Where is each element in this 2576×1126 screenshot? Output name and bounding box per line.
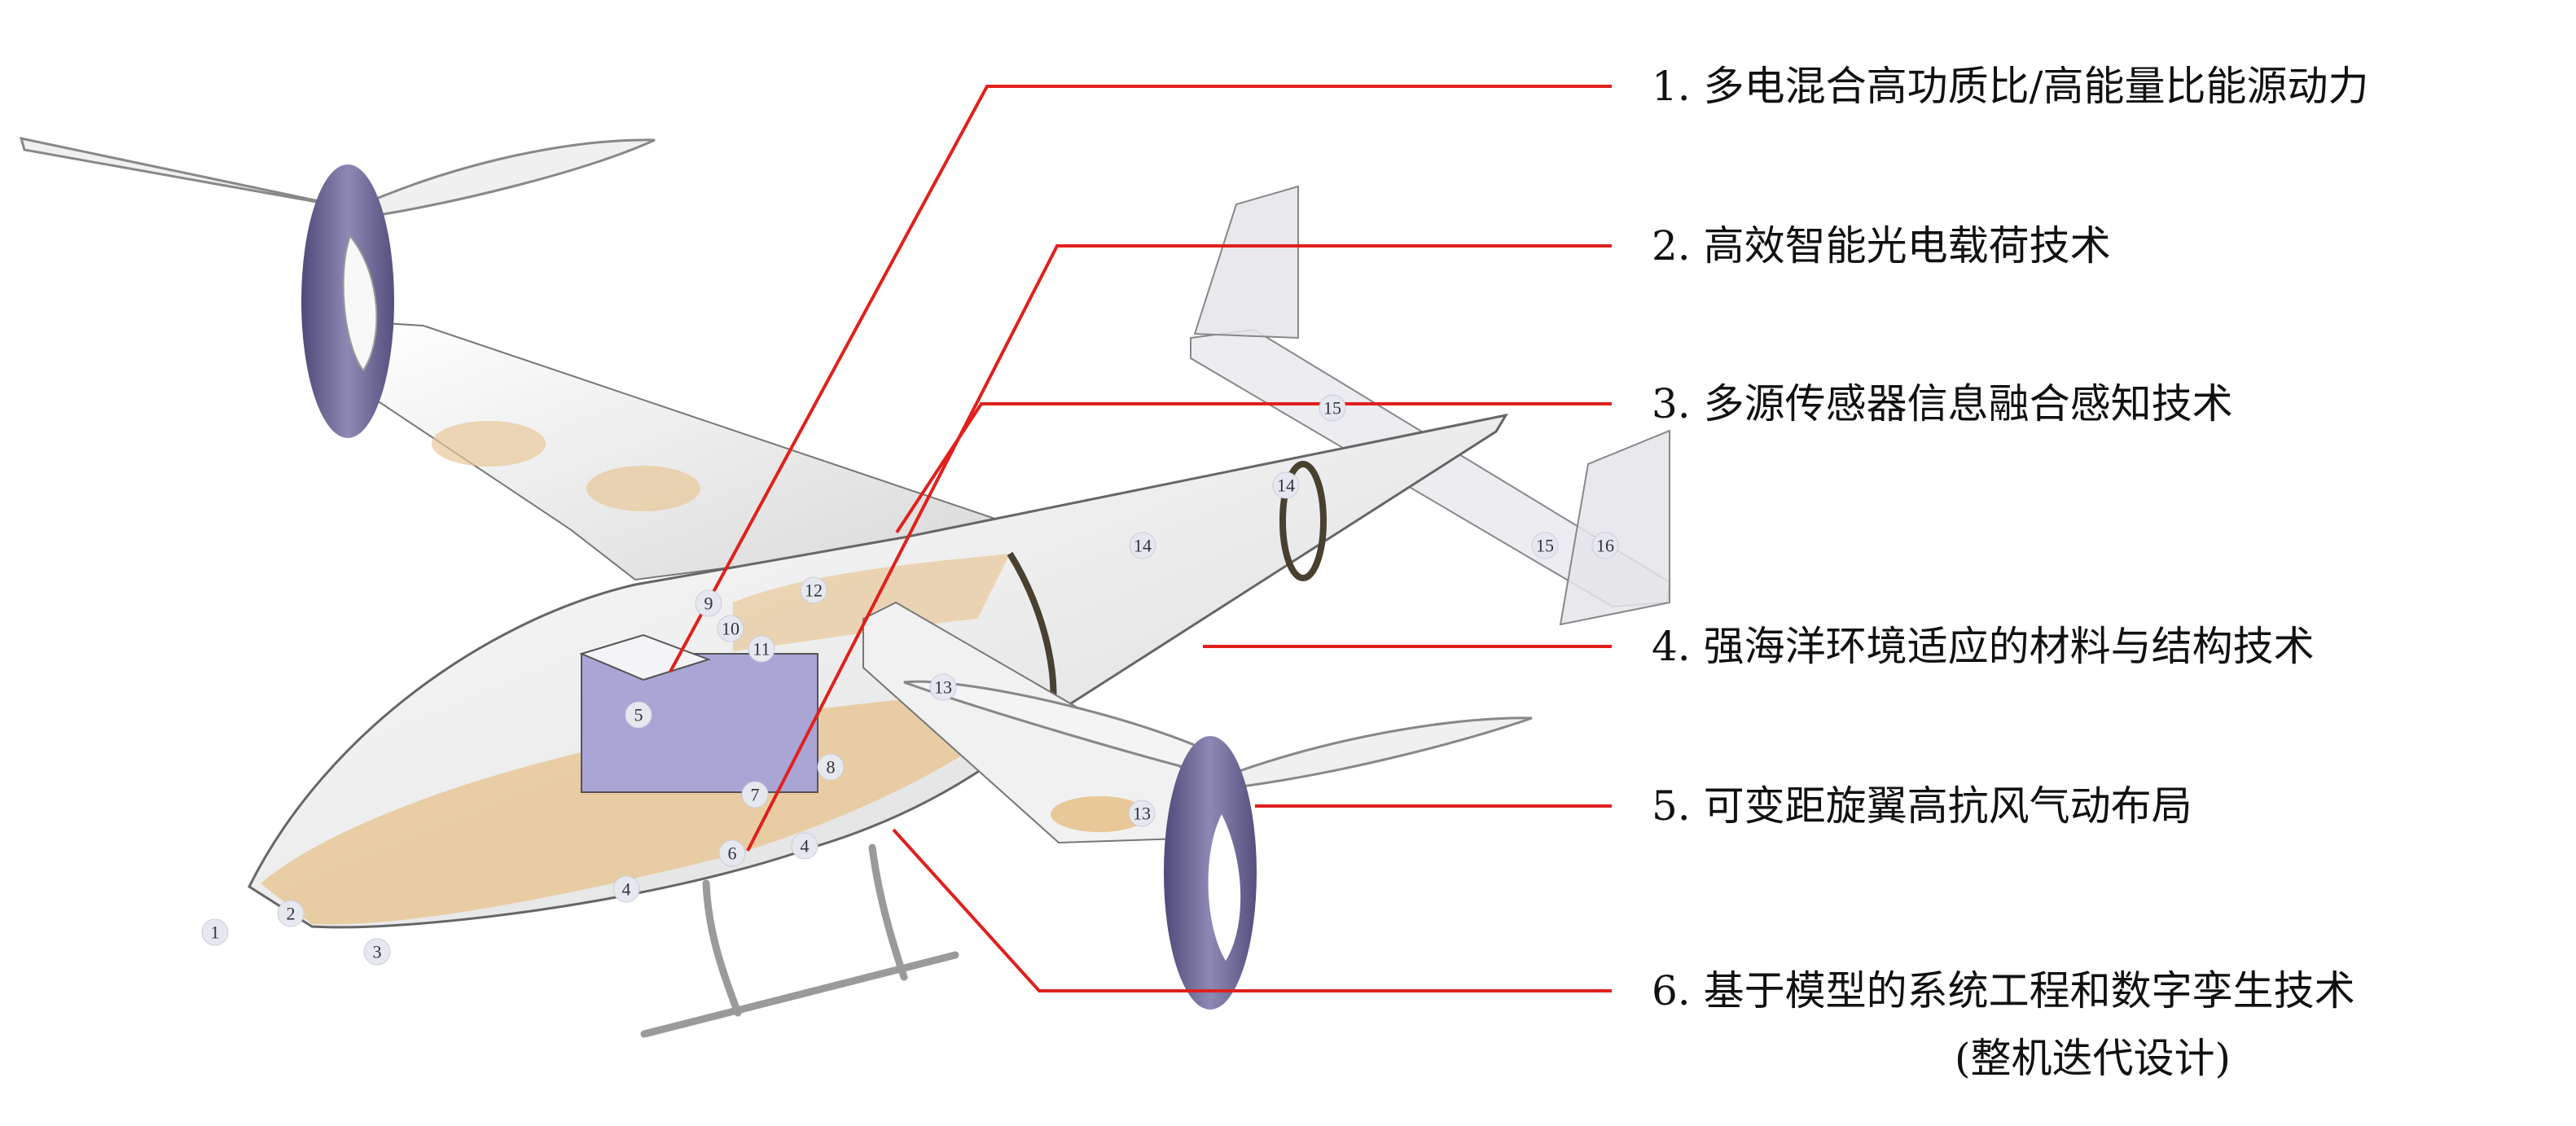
callout-marker <box>1591 532 1619 559</box>
label-mbse: 6. 基于模型的系统工程和数字孪生技术 <box>1652 967 2355 1014</box>
callout-marker <box>748 635 775 663</box>
callout-number: 6 <box>728 843 737 864</box>
callout-marker <box>817 753 845 781</box>
callout-marker <box>1319 394 1346 422</box>
callout-marker <box>929 673 957 701</box>
label-rotor-layout: 5. 可变距旋翼高抗风气动布局 <box>1652 782 2192 830</box>
callout-marker <box>363 938 391 966</box>
callout-marker <box>612 875 640 903</box>
label-payload: 2. 高效智能光电载荷技术 <box>1652 222 2111 269</box>
callout-marker <box>791 832 818 860</box>
callout-number: 5 <box>634 705 643 725</box>
callout-marker <box>1128 800 1156 827</box>
left-vertical-fin <box>1193 185 1299 340</box>
leader-lines <box>669 85 1612 992</box>
left-rotor <box>19 137 656 438</box>
callout-number: 13 <box>934 677 952 698</box>
label-power: 1. 多电混合高功质比/高能量比能源动力 <box>1652 63 2369 110</box>
callout-number: 14 <box>1277 475 1295 496</box>
propeller-blade <box>342 234 378 372</box>
callout-number: 11 <box>753 639 770 659</box>
callout-marker <box>718 839 746 867</box>
callout-marker <box>625 701 652 729</box>
callout-number: 9 <box>704 594 713 614</box>
label-sensor-fusion: 3. 多源传感器信息融合感知技术 <box>1652 380 2233 427</box>
callout-marker <box>1531 532 1559 559</box>
callout-number: 13 <box>1133 804 1151 824</box>
callout-number: 8 <box>827 757 836 778</box>
callout-number: 15 <box>1323 398 1341 418</box>
callout-number: 15 <box>1536 536 1554 556</box>
propeller-blade <box>351 138 656 220</box>
callout-number: 3 <box>373 942 382 962</box>
wing-rib <box>432 421 546 467</box>
propeller-blade <box>1208 814 1241 961</box>
callout-marker <box>1272 471 1300 499</box>
right-vertical-fin <box>1559 429 1670 626</box>
propeller-blade <box>1224 716 1533 790</box>
leader-line-2 <box>746 244 1612 852</box>
label-mbse-subtext: (整机迭代设计) <box>1955 1035 2232 1082</box>
battery-box-top <box>579 633 712 681</box>
right-rotor <box>903 680 1533 1010</box>
callout-number: 4 <box>622 879 631 900</box>
leader-line-6 <box>892 828 1612 992</box>
callout-number: 1 <box>211 922 220 943</box>
propeller-blade <box>19 137 354 210</box>
callout-number: 16 <box>1596 536 1614 556</box>
callout-marker <box>201 918 229 946</box>
leader-line-1 <box>669 85 1612 673</box>
callout-marker <box>717 615 744 642</box>
callout-number: 7 <box>751 785 760 805</box>
callout-marker <box>800 576 827 604</box>
callout-marker <box>695 589 722 617</box>
callout-number: 2 <box>287 904 296 924</box>
battery-box <box>581 653 818 793</box>
callout-number: 12 <box>805 581 823 601</box>
callout-marker <box>1129 532 1156 559</box>
wing-rib <box>586 466 700 511</box>
frame <box>1279 461 1327 581</box>
callout-number: 10 <box>722 619 739 639</box>
callout-number: 4 <box>801 836 810 857</box>
wing-rib <box>1051 796 1148 832</box>
landing-skids <box>640 843 959 1038</box>
label-materials: 4. 强海洋环境适应的材料与结构技术 <box>1652 623 2315 670</box>
propeller-blade <box>903 680 1227 780</box>
callout-number: 14 <box>1134 536 1152 556</box>
cabin-roof <box>733 554 1010 651</box>
leader-line-3 <box>895 402 1612 534</box>
callout-marker <box>741 781 769 808</box>
callout-marker <box>277 900 305 927</box>
